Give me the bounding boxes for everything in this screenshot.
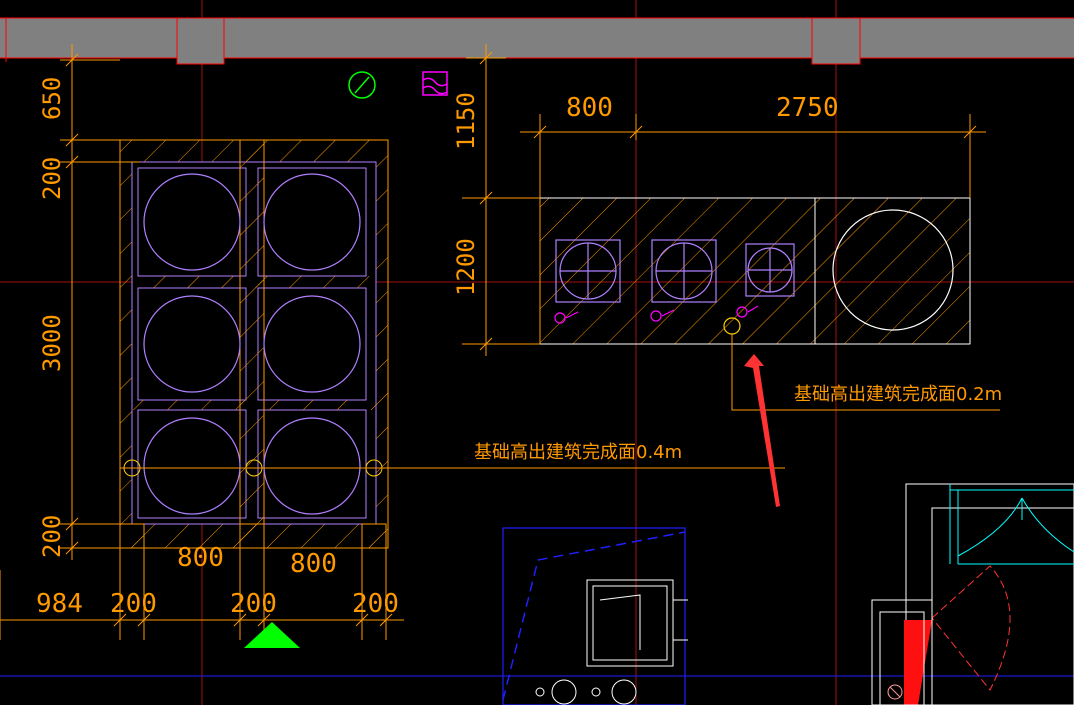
dim-1150: 1150 — [452, 92, 480, 150]
fixture-room — [502, 527, 688, 705]
tank-circle — [263, 295, 361, 393]
dim-800-left: 800 — [177, 543, 224, 573]
dim-200-a: 200 — [110, 589, 157, 619]
left-dimension-lines — [60, 44, 140, 560]
dim-200-bottom: 200 — [38, 515, 66, 558]
dim-984: 984 — [36, 589, 83, 619]
tank-circle — [143, 295, 241, 393]
dim-200-top: 200 — [38, 157, 66, 200]
bottom-dimension-lines — [0, 548, 404, 640]
dim-3000: 3000 — [38, 314, 66, 372]
pad-dimension-lines — [462, 44, 986, 356]
large-tank-circle — [832, 209, 954, 331]
note-tank-height: 基础高出建筑完成面0.4m — [474, 442, 682, 463]
tank-circle — [143, 417, 241, 515]
dim-2750: 2750 — [776, 93, 839, 123]
north-triangle-icon — [244, 622, 300, 648]
tank-circle — [263, 173, 361, 271]
dim-650: 650 — [38, 77, 66, 120]
dim-200-b: 200 — [230, 589, 277, 619]
annotation-arrow-icon — [744, 354, 780, 507]
tank-block — [119, 139, 785, 549]
note-pad-height: 基础高出建筑完成面0.2m — [794, 384, 1002, 405]
dim-200-c: 200 — [352, 589, 399, 619]
door-area — [871, 483, 1074, 705]
valve-symbol-icon — [422, 71, 448, 96]
dim-800-right: 800 — [290, 549, 337, 579]
tank-circle — [143, 173, 241, 271]
top-wall — [0, 17, 1074, 65]
pump-pad — [539, 197, 971, 345]
dim-1200: 1200 — [452, 238, 480, 296]
tank-circle — [263, 417, 361, 515]
compass-icon — [348, 71, 376, 99]
note-leader-pad — [731, 334, 1000, 411]
dim-800-top: 800 — [566, 93, 613, 123]
